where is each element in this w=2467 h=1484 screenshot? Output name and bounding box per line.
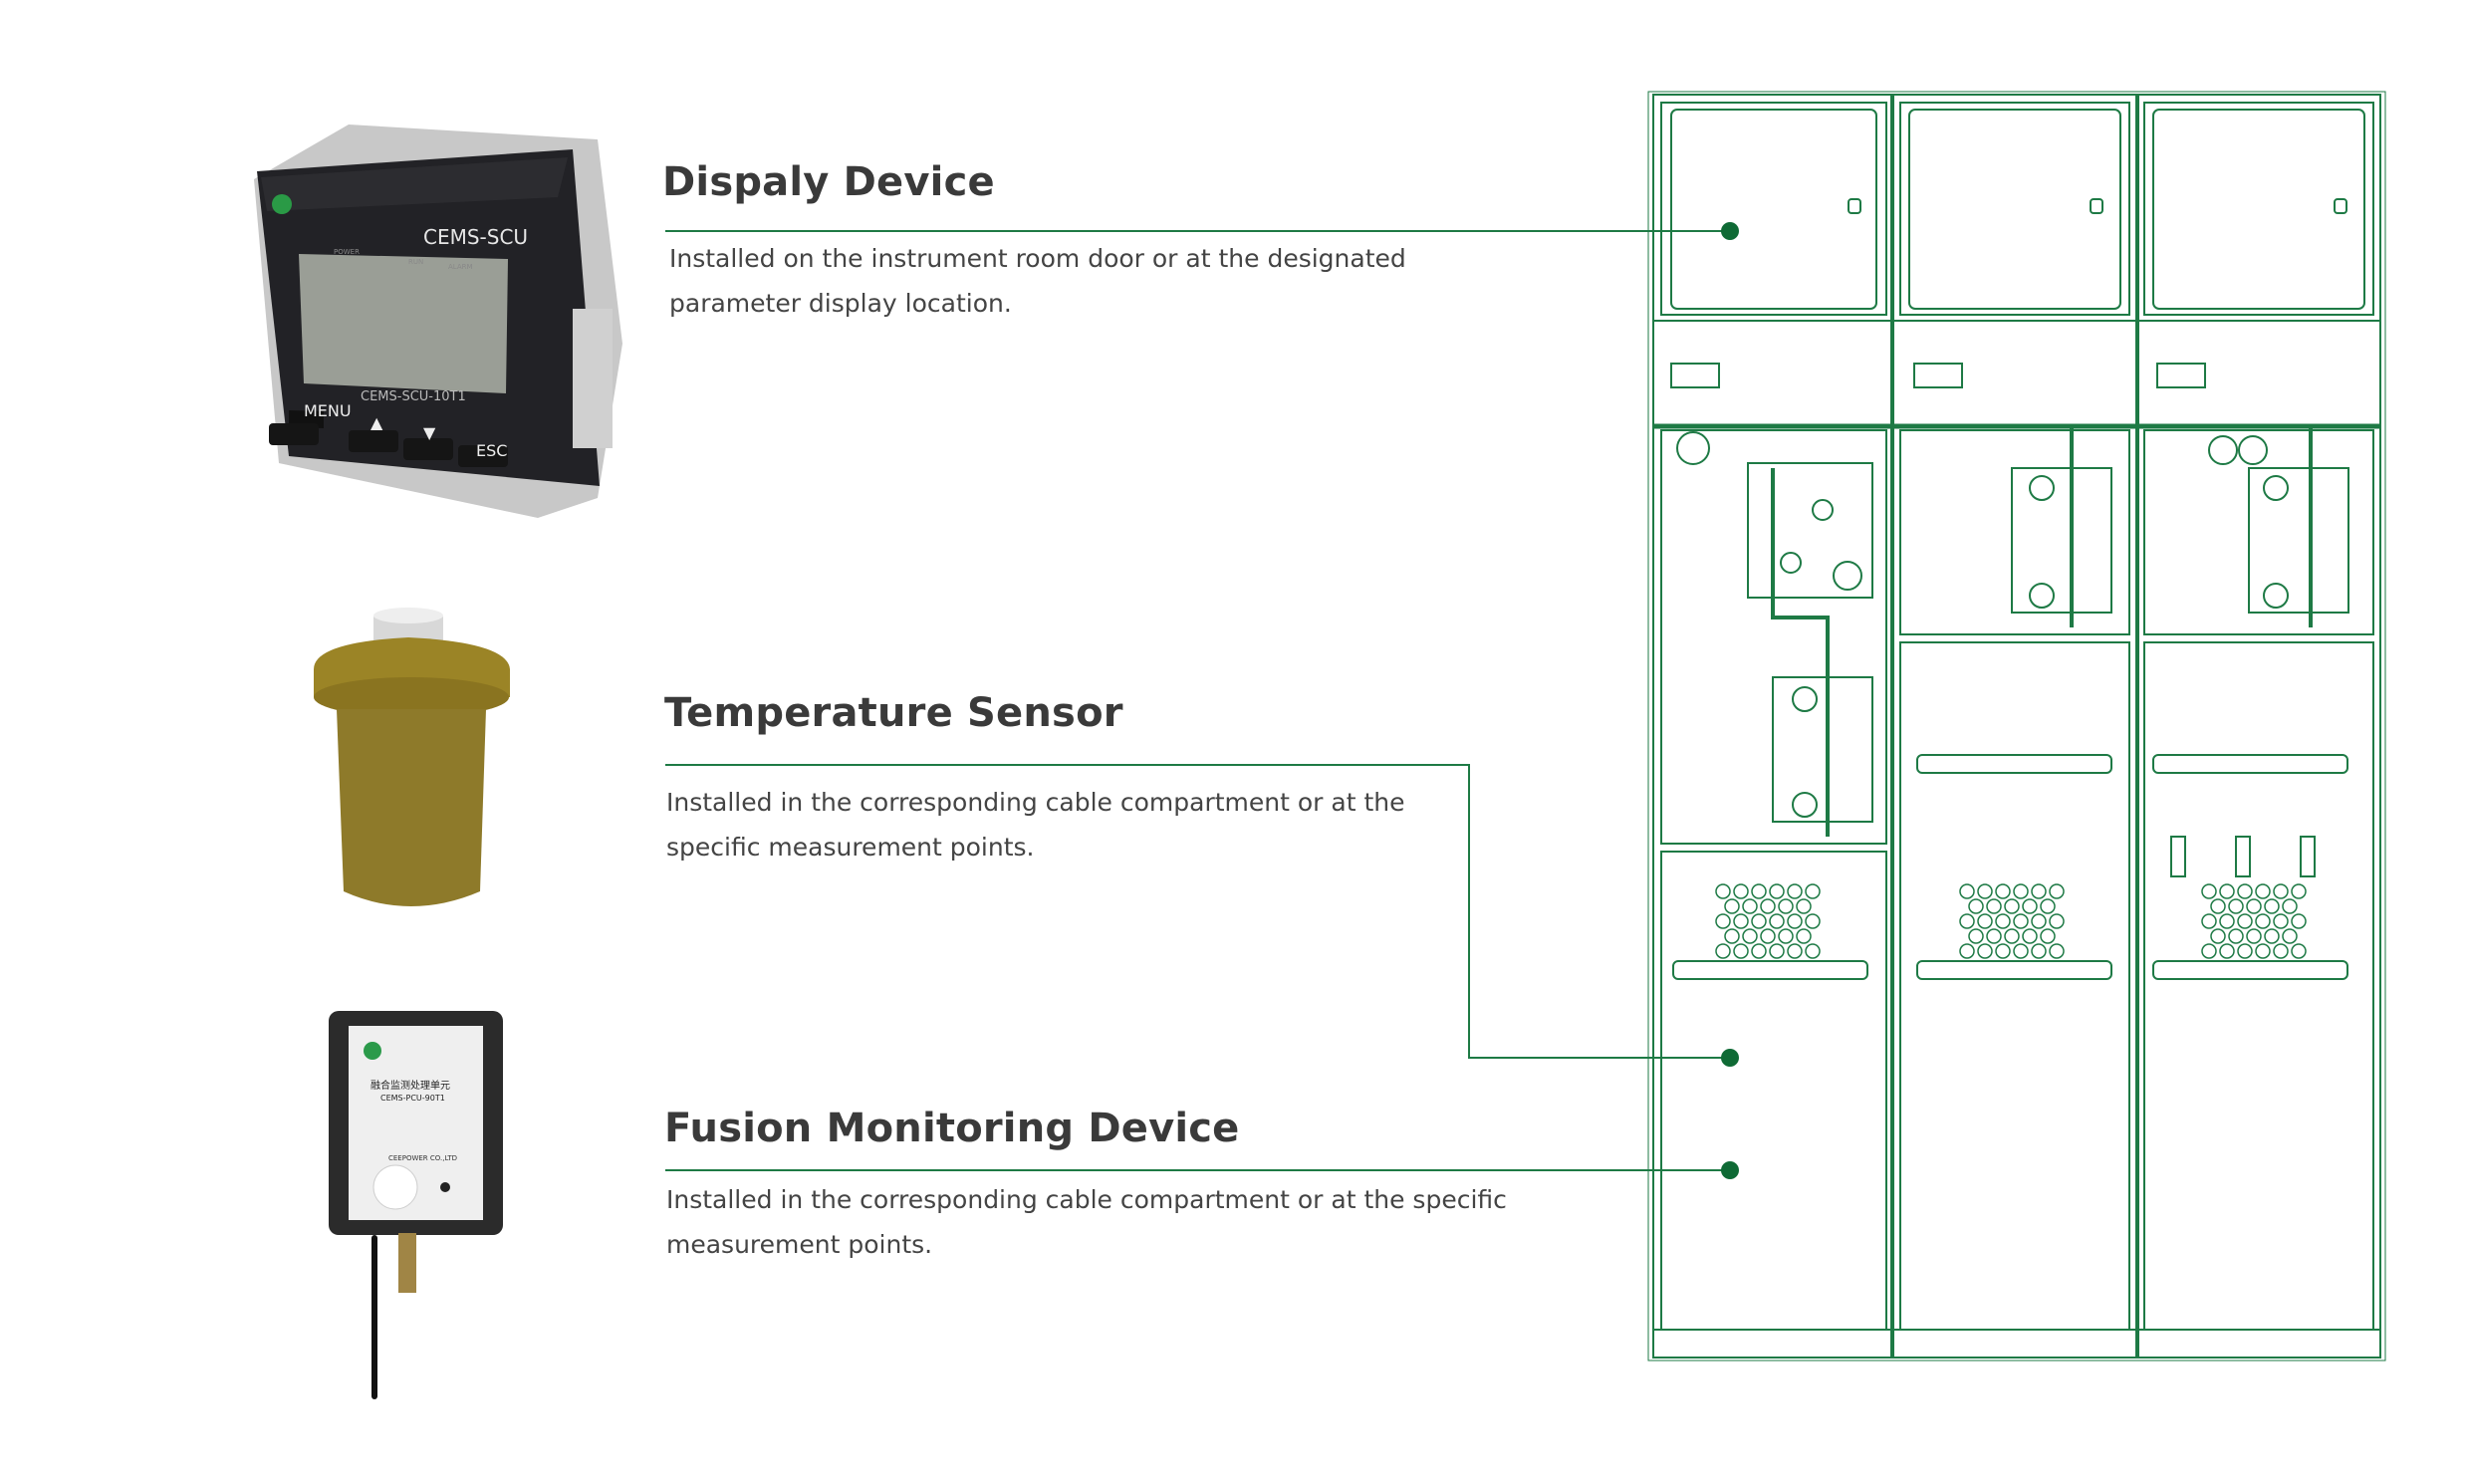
fusion-product-name: 融合监测处理单元 — [370, 1079, 450, 1092]
temperature-leader-line — [665, 764, 1728, 1059]
display-device-description: Installed on the instrument room door or… — [669, 244, 1406, 318]
fusion-monitoring-device-image: 融合监测处理单元 CEMS-PCU-90T1 CEEPOWER CO.,LTD — [329, 1011, 503, 1399]
display-model-label: CEMS-SCU-10T1 — [361, 389, 466, 404]
display-device-image: CEMS-SCU CEMS-SCU-10T1 MENU ▲ ▼ ESC POWE… — [254, 124, 622, 518]
temperature-sensor-title: Temperature Sensor — [664, 690, 1123, 736]
fusion-marker-dot — [1721, 1161, 1739, 1179]
display-brand-label: CEMS-SCU — [423, 225, 528, 249]
fusion-product-model: CEMS-PCU-90T1 — [380, 1094, 445, 1103]
temperature-marker-dot — [1721, 1049, 1739, 1067]
display-esc-label: ESC — [476, 441, 507, 460]
display-led-power: POWER — [334, 248, 360, 256]
display-led-run: RUN — [408, 258, 423, 266]
display-led-alarm: ALARM — [448, 263, 473, 271]
display-menu-label: MENU — [304, 401, 352, 420]
temperature-sensor-description: Installed in the corresponding cable com… — [666, 788, 1405, 862]
fusion-monitoring-device-description: Installed in the corresponding cable com… — [666, 1185, 1507, 1259]
temperature-sensor-image — [314, 608, 510, 906]
fusion-monitoring-device-title: Fusion Monitoring Device — [664, 1106, 1240, 1151]
display-down-label: ▼ — [423, 423, 436, 442]
display-device-title: Dispaly Device — [662, 159, 995, 205]
display-marker-dot — [1721, 222, 1739, 240]
fusion-product-company: CEEPOWER CO.,LTD — [388, 1154, 457, 1162]
display-up-label: ▲ — [370, 413, 383, 432]
